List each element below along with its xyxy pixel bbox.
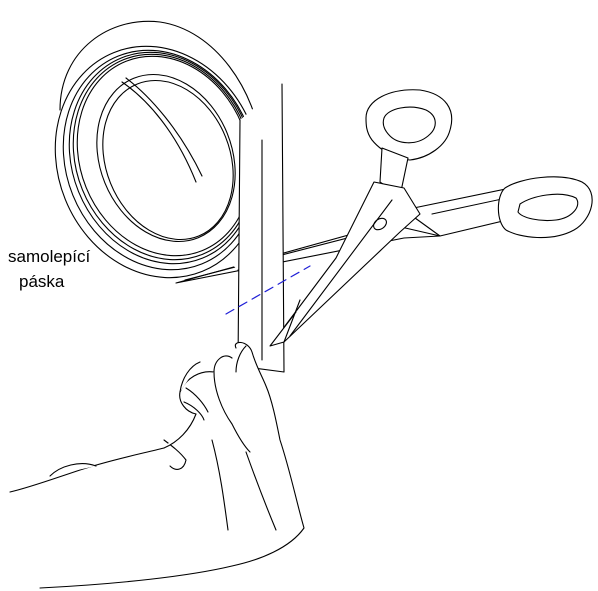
tape-label: samolepící páska — [8, 244, 158, 294]
hand-icon — [10, 342, 304, 588]
tape-label-line-1: samolepící — [8, 244, 158, 269]
tape-label-line-2: páska — [8, 269, 158, 294]
tape-roll-icon — [21, 15, 295, 372]
